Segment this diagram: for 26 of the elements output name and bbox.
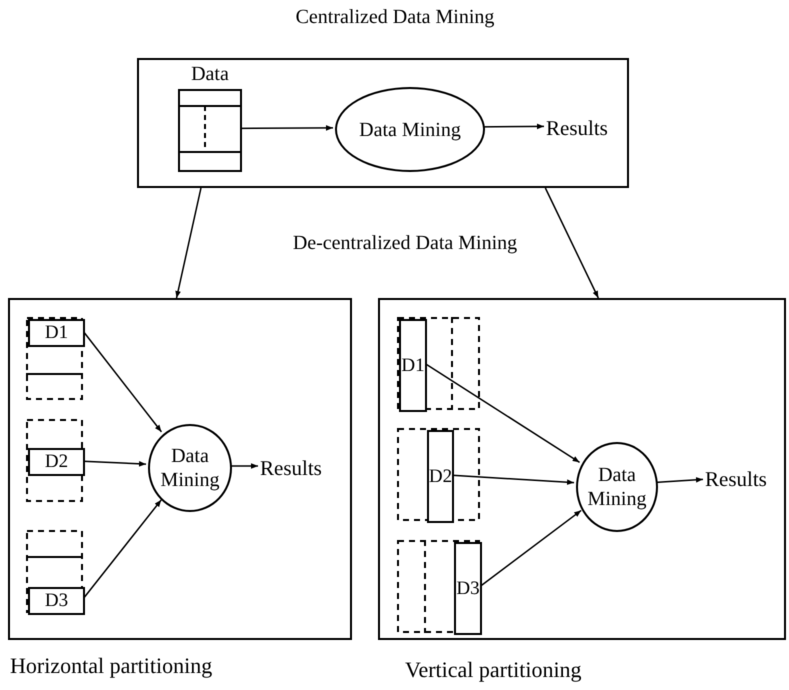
partition-box: D3 [454, 542, 482, 635]
table-heading: Data [190, 62, 230, 87]
arrow [175, 188, 202, 298]
arrow [482, 124, 544, 130]
container-box [137, 58, 629, 188]
arrow [544, 188, 599, 298]
output-label: Results [260, 454, 336, 482]
output-label: Results [546, 114, 626, 142]
output-label: Results [705, 465, 781, 493]
arrow [240, 125, 333, 131]
partition-box: D1 [399, 319, 427, 412]
partition-box: D3 [28, 587, 85, 615]
panel-caption: Vertical partitioning [405, 656, 583, 684]
partition-box: D1 [28, 319, 85, 347]
process-ellipse: Data Mining [148, 424, 232, 512]
arrow [656, 477, 704, 484]
container-box [378, 298, 786, 640]
diagram-title: Centralized Data Mining [294, 5, 496, 30]
process-ellipse: Data Mining [335, 87, 485, 172]
section-heading: De-centralized Data Mining [292, 231, 518, 256]
panel-caption: Horizontal partitioning [10, 652, 214, 680]
partition-box: D2 [28, 448, 85, 476]
container-box [8, 298, 352, 640]
partition-box: D2 [427, 430, 454, 523]
process-ellipse: Data Mining [576, 442, 658, 532]
arrow [230, 463, 258, 469]
